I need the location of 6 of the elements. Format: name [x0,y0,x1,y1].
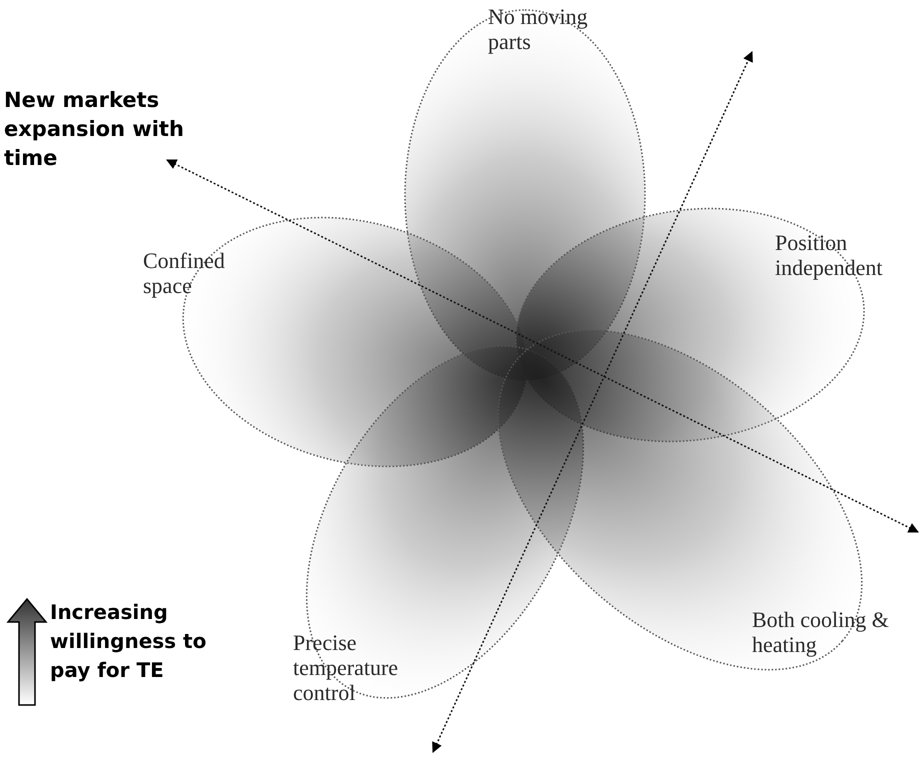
petal-label: Position independent [775,230,924,280]
annotation-text: Increasing willingness to pay for TE [50,599,208,684]
petal-label: Precise temperature control [293,630,433,705]
annotation-text: New markets expansion with time [4,87,185,172]
petal-label: Confined space [143,248,258,298]
petal-label: Both cooling & heating [752,607,912,657]
